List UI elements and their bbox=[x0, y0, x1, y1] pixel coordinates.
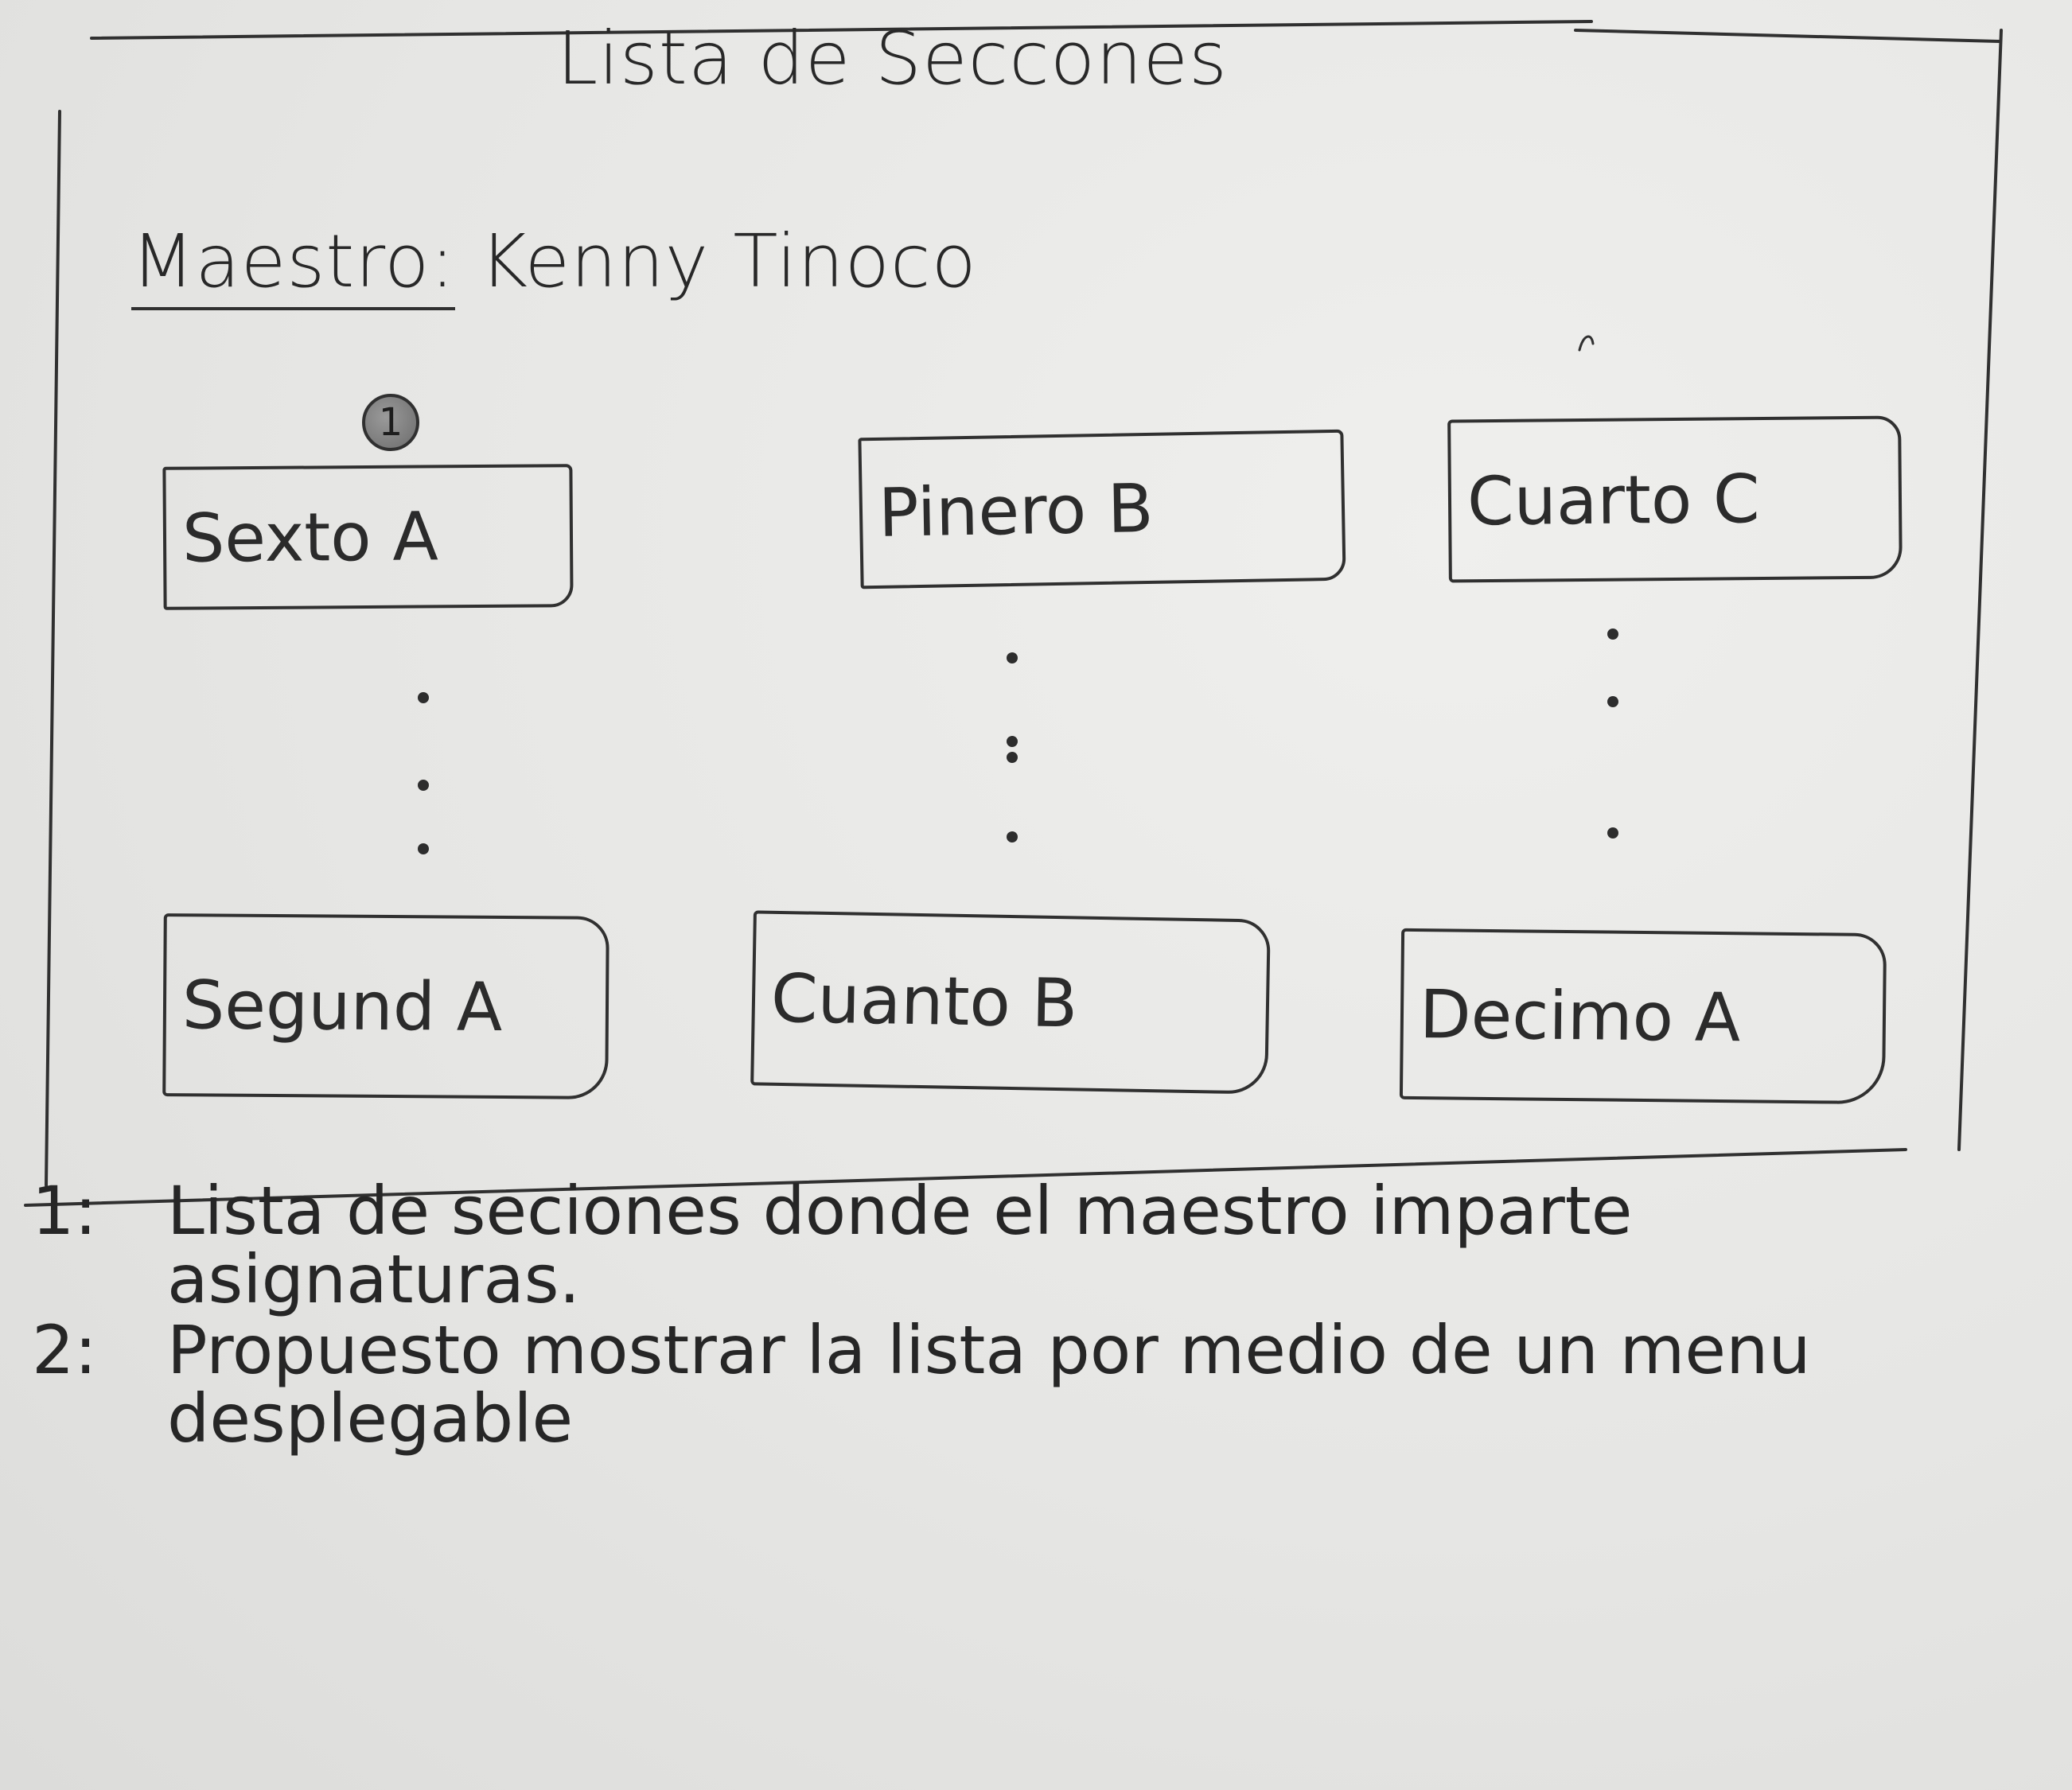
ellipsis-dot bbox=[1607, 628, 1618, 640]
section-card-pinero-b[interactable]: Pinero B bbox=[858, 429, 1346, 590]
ellipsis-dot bbox=[1007, 736, 1018, 747]
note-number: 1: bbox=[32, 1172, 97, 1250]
note-item: 2: Propuesto mostrar la lista por medio … bbox=[32, 1311, 1989, 1458]
annotation-marker-1: 1 bbox=[362, 394, 419, 451]
section-label: Sexto A bbox=[181, 497, 439, 578]
section-card-cuarto-c[interactable]: Cuarto C bbox=[1447, 415, 1903, 583]
teacher-label: Maestro: bbox=[131, 219, 456, 310]
ellipsis-column-1 bbox=[418, 692, 440, 859]
section-card-segund-a[interactable]: Segund A bbox=[162, 913, 610, 1099]
card-accent bbox=[1578, 335, 1595, 352]
section-label: Cuanto B bbox=[770, 959, 1079, 1043]
ellipsis-dot bbox=[1007, 831, 1018, 842]
right-border bbox=[1957, 29, 2003, 1151]
note-item: 1: Lista de seciones donde el maestro im… bbox=[32, 1177, 1989, 1313]
section-label: Cuarto C bbox=[1466, 459, 1761, 540]
section-label: Pinero B bbox=[878, 469, 1155, 552]
ellipsis-column-3 bbox=[1607, 628, 1630, 839]
note-text: Lista de seciones donde el maestro impar… bbox=[167, 1172, 1633, 1318]
ellipsis-dot bbox=[418, 692, 429, 703]
section-card-decimo-a[interactable]: Decimo A bbox=[1399, 928, 1887, 1105]
section-label: Decimo A bbox=[1419, 975, 1741, 1056]
ellipsis-dot bbox=[418, 780, 429, 791]
note-number: 2: bbox=[32, 1311, 97, 1390]
section-card-sexto-a[interactable]: Sexto A bbox=[162, 464, 574, 610]
top-border-left bbox=[90, 20, 1593, 40]
note-text: Propuesto mostrar la lista por medio de … bbox=[167, 1311, 1811, 1458]
section-card-cuanto-b[interactable]: Cuanto B bbox=[750, 910, 1271, 1095]
section-label: Segund A bbox=[181, 966, 503, 1047]
top-border-right bbox=[1574, 29, 2000, 43]
ellipsis-column-2 bbox=[1007, 652, 1029, 859]
annotation-notes: 1: Lista de seciones donde el maestro im… bbox=[32, 1177, 1989, 1457]
teacher-line: Maestro: Kenny Tinoco bbox=[131, 219, 977, 310]
left-border bbox=[45, 110, 61, 1187]
teacher-name: Kenny Tinoco bbox=[479, 219, 977, 304]
ellipsis-dot bbox=[418, 843, 429, 854]
ellipsis-dot bbox=[1007, 652, 1018, 663]
bottom-border bbox=[24, 1148, 1907, 1207]
ellipsis-dot bbox=[1007, 752, 1018, 763]
ellipsis-dot bbox=[1607, 827, 1618, 839]
ellipsis-dot bbox=[1607, 696, 1618, 707]
page-title: Lista de Seccones bbox=[557, 16, 1228, 101]
